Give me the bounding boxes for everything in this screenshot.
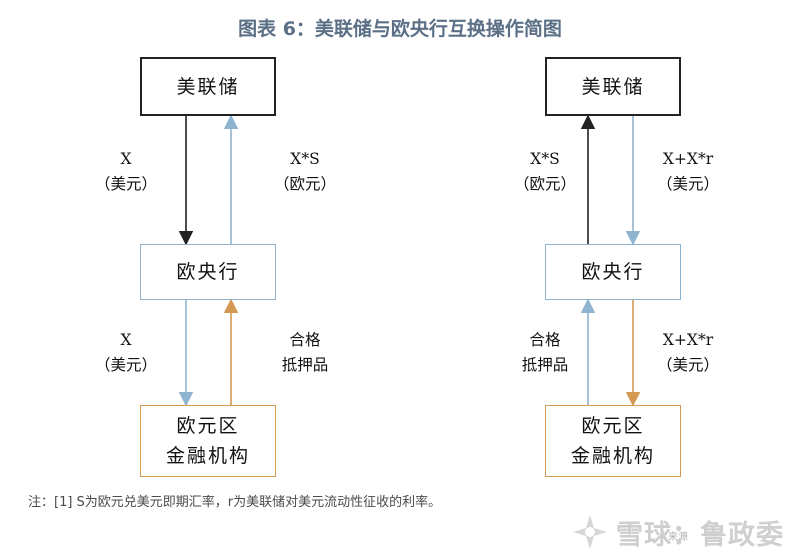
- watermark: 雪球：鲁政委: [570, 512, 784, 552]
- left-bank-label-line1: 欧元区: [176, 415, 240, 437]
- right-label-ecb-to-fed: X*S （欧元）: [505, 147, 585, 197]
- left-label-bank-to-ecb-line2: 抵押品: [281, 356, 329, 374]
- left-label-ecb-to-fed-currency: （欧元）: [273, 175, 336, 193]
- left-label-bank-to-ecb-line1: 合格: [289, 331, 321, 349]
- figure-title: 图表 6：美联储与欧央行互换操作简图: [238, 18, 562, 40]
- right-label-ecb-to-fed-amount: X*S: [530, 150, 560, 168]
- right-label-bank-to-ecb-line1: 合格: [529, 331, 561, 349]
- right-label-ecb-to-bank: X+X*r （美元）: [640, 328, 736, 378]
- left-label-ecb-to-fed-amount: X*S: [290, 150, 320, 168]
- left-label-bank-to-ecb: 合格 抵押品: [260, 328, 350, 378]
- right-bank-box: 欧元区 金融机构: [545, 405, 681, 477]
- left-label-ecb-to-bank-amount: X: [120, 331, 132, 349]
- right-bank-label-line2: 金融机构: [570, 445, 655, 467]
- left-fed-label: 美联储: [176, 75, 240, 98]
- left-label-ecb-to-bank: X （美元）: [86, 328, 166, 378]
- right-ecb-box: 欧央行: [545, 244, 681, 300]
- footnote: 注：[1] S为欧元兑美元即期汇率，r为美联储对美元流动性征收的利率。: [28, 495, 442, 510]
- right-label-ecb-to-bank-currency: （美元）: [656, 356, 719, 374]
- right-fed-box: 美联储: [545, 57, 681, 116]
- watermark-small-text: 来源: [668, 532, 688, 543]
- left-label-fed-to-ecb-currency: （美元）: [94, 175, 157, 193]
- right-bank-label-line1: 欧元区: [581, 415, 645, 437]
- left-ecb-box: 欧央行: [140, 244, 276, 300]
- right-fed-label: 美联储: [581, 75, 645, 98]
- right-ecb-label: 欧央行: [581, 261, 645, 283]
- right-label-fed-to-ecb: X+X*r （美元）: [640, 147, 736, 197]
- left-bank-box: 欧元区 金融机构: [140, 405, 276, 477]
- left-bank-label-line2: 金融机构: [165, 445, 250, 467]
- right-label-fed-to-ecb-amount: X+X*r: [662, 150, 714, 168]
- right-label-bank-to-ecb-line2: 抵押品: [521, 356, 569, 374]
- right-label-fed-to-ecb-currency: （美元）: [656, 175, 719, 193]
- right-label-ecb-to-bank-amount: X+X*r: [662, 331, 714, 349]
- left-label-fed-to-ecb: X （美元）: [86, 147, 166, 197]
- left-label-ecb-to-bank-currency: （美元）: [94, 356, 157, 374]
- left-label-ecb-to-fed: X*S （欧元）: [260, 147, 350, 197]
- left-ecb-label: 欧央行: [176, 261, 240, 283]
- right-label-bank-to-ecb: 合格 抵押品: [505, 328, 585, 378]
- watermark-brand: 雪球：鲁政委: [616, 519, 784, 551]
- right-label-ecb-to-fed-currency: （欧元）: [513, 175, 576, 193]
- left-label-fed-to-ecb-amount: X: [120, 150, 132, 168]
- left-fed-box: 美联储: [140, 57, 276, 116]
- snowball-logo-icon: [573, 515, 607, 549]
